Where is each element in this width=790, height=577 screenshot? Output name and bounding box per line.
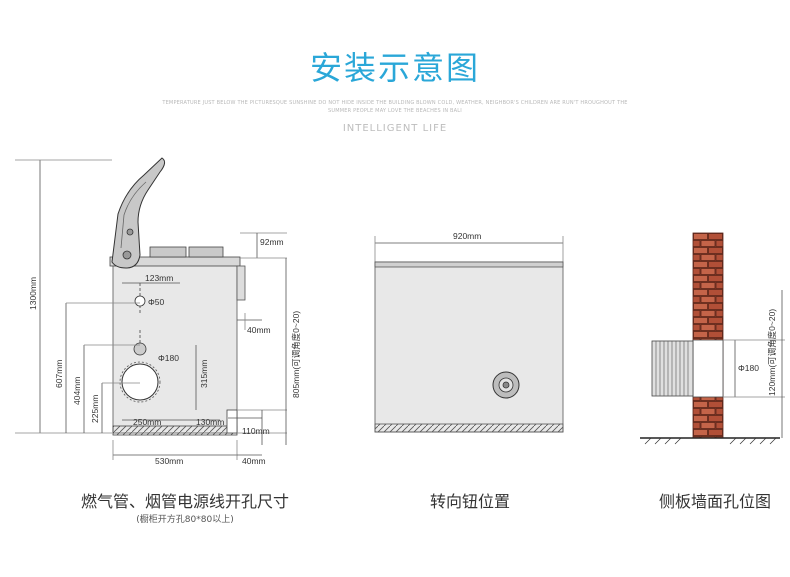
left-cabinet-diagram — [15, 157, 287, 460]
tagline-text: INTELLIGENT LIFE — [342, 123, 448, 134]
dim-92: 92mm — [260, 237, 284, 247]
dim-1300: 1300mm — [28, 277, 38, 310]
dim-315: 315mm — [199, 360, 209, 388]
dim-123: 123mm — [145, 273, 173, 283]
dim-phi50: Φ50 — [148, 297, 165, 307]
page-title: 安装示意图 — [309, 49, 480, 87]
brick-wall — [692, 232, 724, 439]
right-caption: 侧板墙面孔位图 — [658, 492, 771, 511]
gas-hole-phi50 — [134, 295, 146, 307]
dim-130: 130mm — [196, 417, 224, 427]
left-caption: 燃气管、烟管电源线开孔尺寸 — [80, 492, 289, 511]
dim-120: 120mm(可调角度0~20) — [767, 309, 777, 396]
dim-phi180: Φ180 — [158, 353, 179, 363]
dim-530: 530mm — [155, 456, 183, 466]
dim-404: 404mm — [72, 377, 82, 405]
wall-hole — [692, 339, 724, 398]
dim-110: 110mm — [242, 426, 270, 436]
middle-cabinet-diagram — [374, 236, 564, 433]
cabinet-top-view — [374, 261, 564, 433]
dim-920: 920mm — [453, 231, 481, 241]
dim-40-top: 40mm — [247, 325, 271, 335]
middle-caption: 转向钮位置 — [429, 492, 510, 511]
left-caption-note: (橱柜开方孔80*80以上) — [136, 515, 234, 525]
tagline-small-text: TEMPERATURE JUST BELOW THE PICTURESQUE S… — [162, 100, 628, 114]
dim-225: 225mm — [90, 395, 100, 423]
dim-250: 250mm — [133, 417, 161, 427]
right-wall-diagram — [640, 232, 785, 445]
cabinet-body — [112, 264, 238, 434]
left-dimension-labels: 1300mm 92mm 123mm Φ50 40mm Φ180 315mm 60… — [28, 237, 301, 466]
dim-805: 805mm(可调角度0~20) — [291, 311, 301, 398]
dim-phi180-wall: Φ180 — [738, 363, 759, 373]
dim-40-bottom: 40mm — [242, 456, 266, 466]
dim-607: 607mm — [54, 360, 64, 388]
range-hood-arm — [111, 157, 166, 269]
flue-hole-phi180 — [121, 363, 159, 401]
